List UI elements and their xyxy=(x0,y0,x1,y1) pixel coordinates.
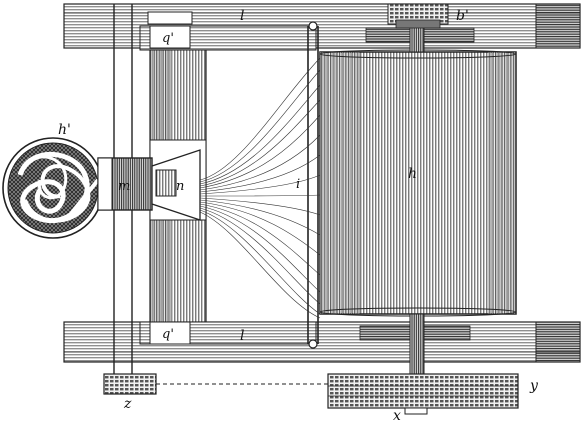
label-q-prime-top: q' xyxy=(162,31,174,46)
label-z: z xyxy=(123,396,132,412)
funnel-n xyxy=(151,149,201,221)
figure-labels: b' l q' h' m n i h q' l y z x xyxy=(58,8,539,424)
label-q-prime-bottom: q' xyxy=(162,327,174,342)
label-y: y xyxy=(529,378,539,394)
label-m: m xyxy=(118,179,130,194)
roller-h xyxy=(319,49,517,317)
label-l-top: l xyxy=(240,8,244,24)
gear-z xyxy=(103,373,157,395)
label-x: x xyxy=(393,408,401,424)
label-l-bottom: l xyxy=(240,328,244,344)
fiber-fan xyxy=(199,57,321,319)
label-b-prime: b' xyxy=(456,8,469,24)
block-m xyxy=(97,157,153,211)
label-n: n xyxy=(176,179,184,194)
coil-basket xyxy=(2,137,104,239)
guide-bars xyxy=(139,11,317,345)
label-h: h xyxy=(408,166,417,182)
bevel-gear-b xyxy=(387,3,449,29)
gear-y xyxy=(327,373,519,415)
label-i: i xyxy=(296,177,300,192)
label-h-prime: h' xyxy=(58,122,71,138)
